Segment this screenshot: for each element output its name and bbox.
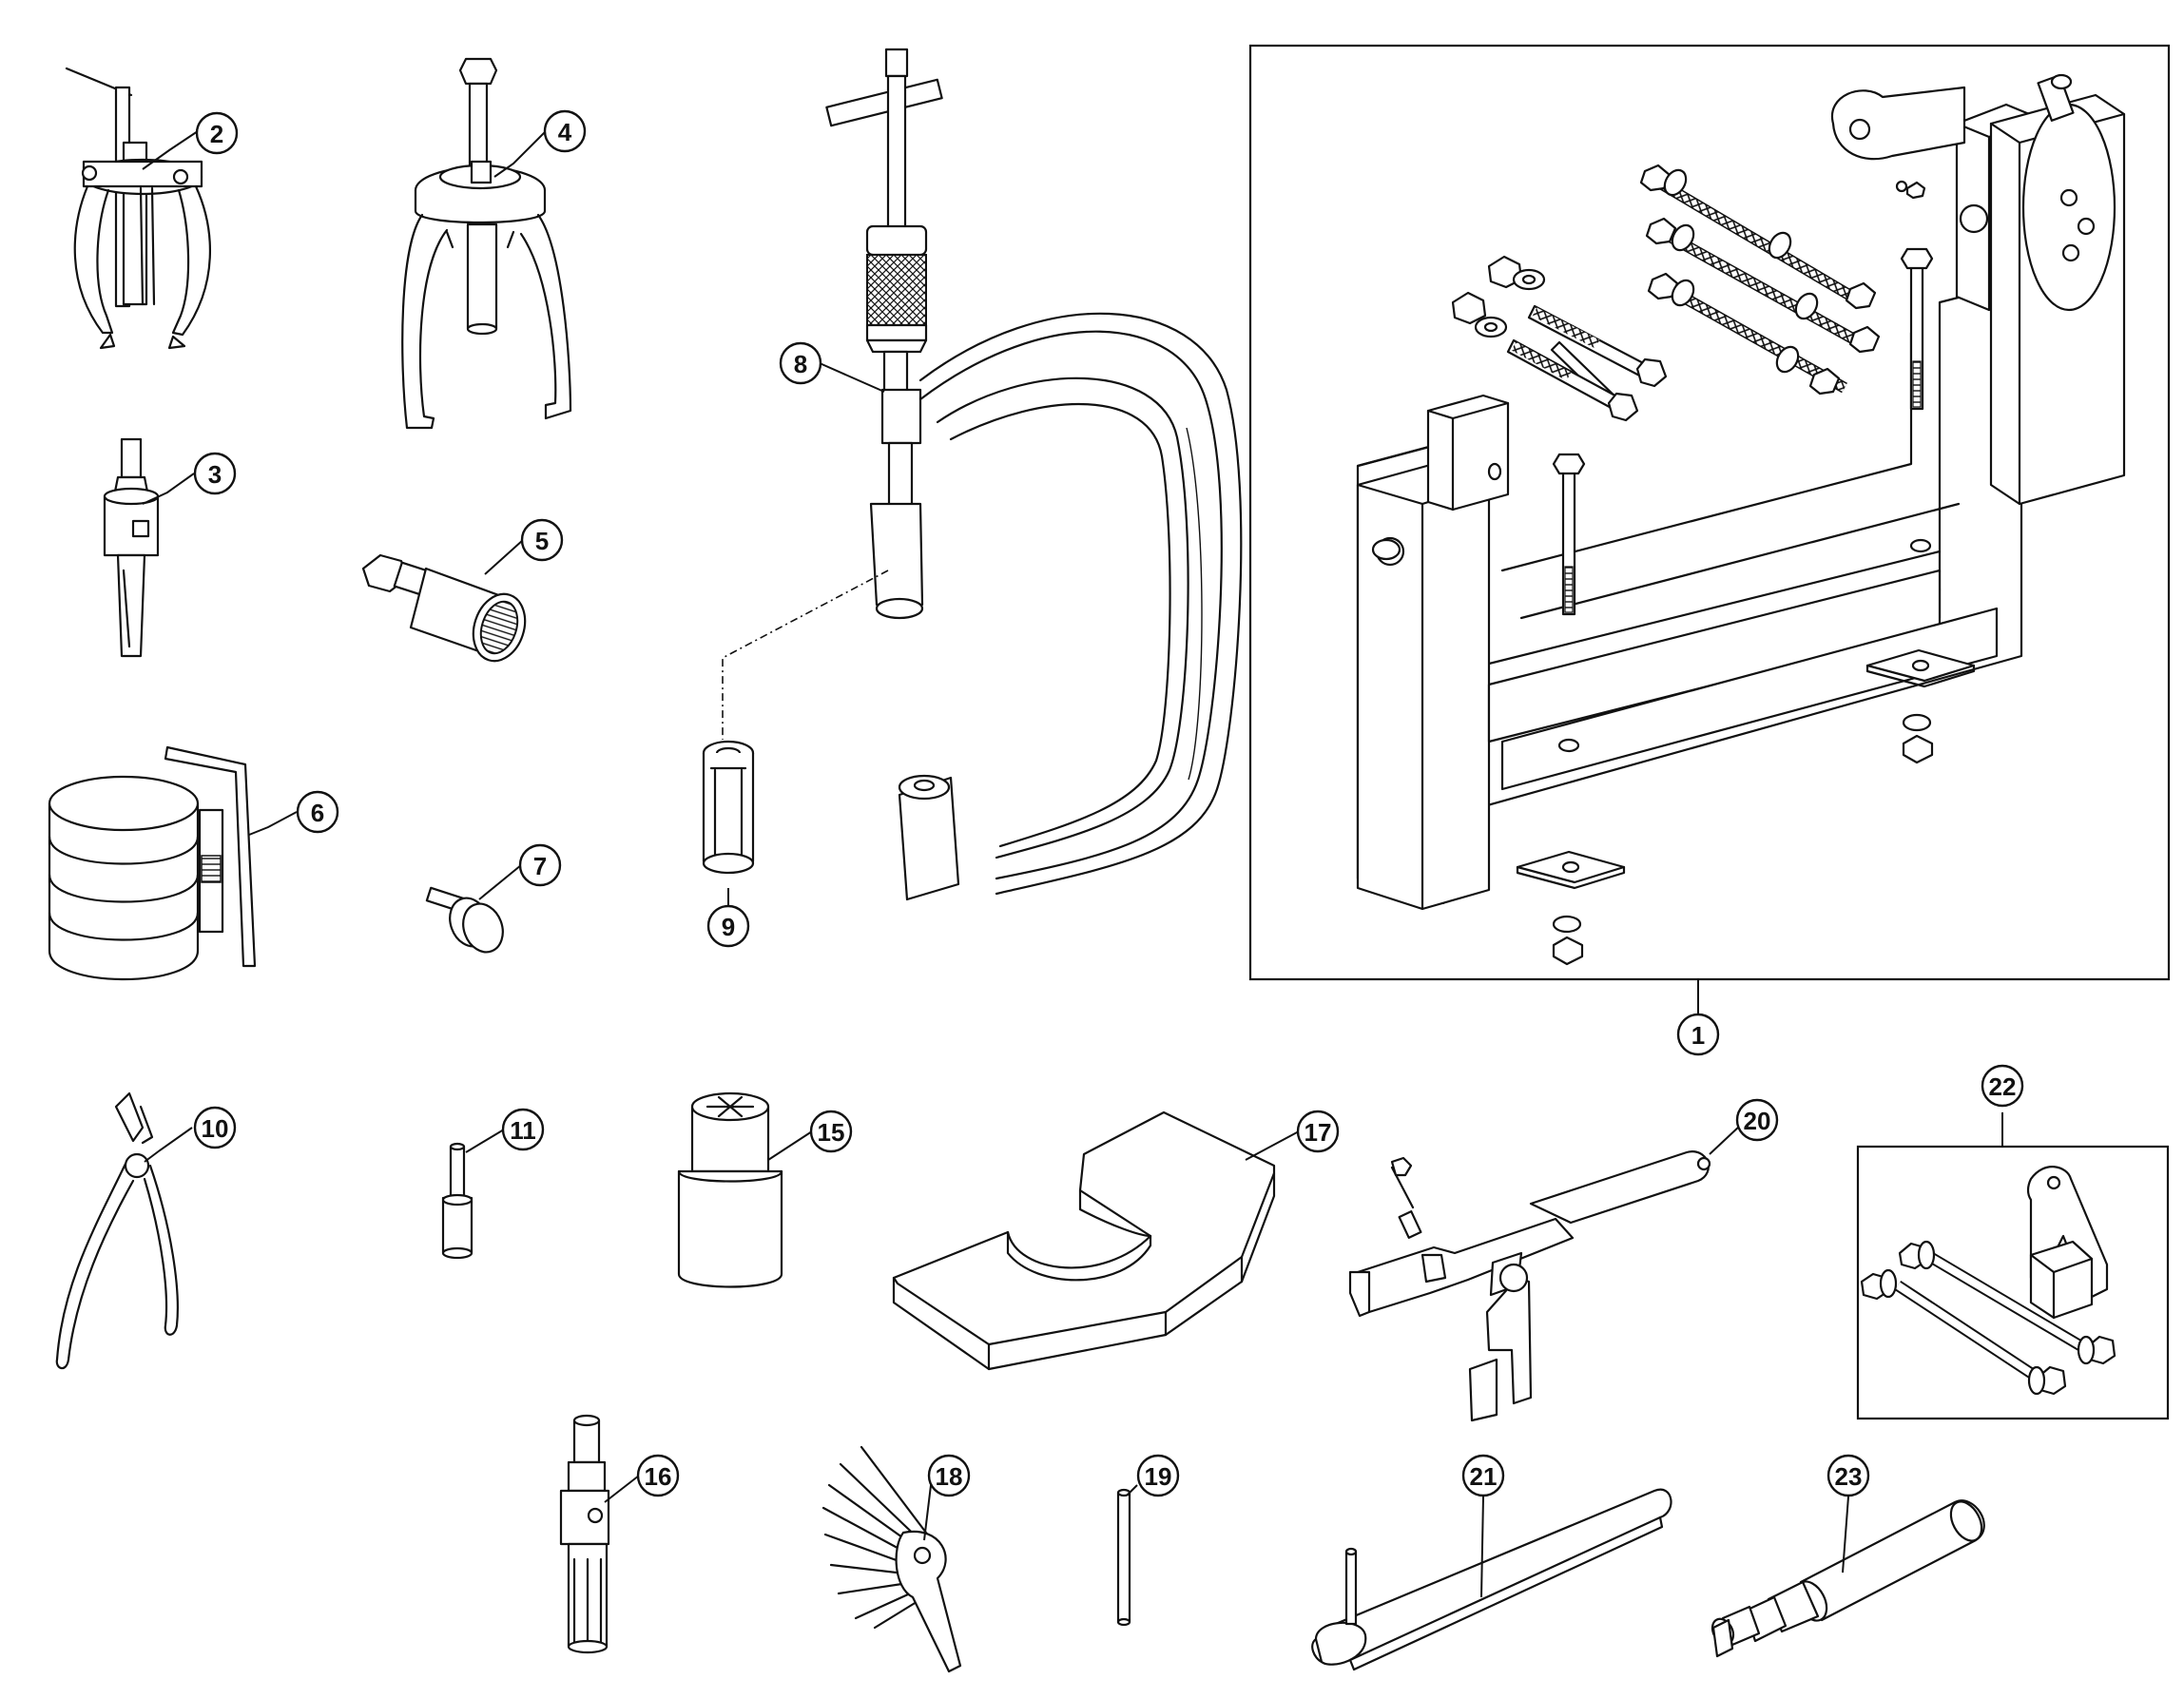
- callout-4: 4: [543, 109, 587, 153]
- callout-circle: [1981, 1064, 2024, 1108]
- callout-circle: [1826, 1454, 1870, 1497]
- circlip-pliers: [55, 1091, 179, 1370]
- callout-circle: [296, 790, 339, 834]
- stud-nuts: [1639, 164, 1881, 396]
- callout-label: 22: [1989, 1072, 2017, 1101]
- three-arm-puller: [401, 57, 572, 430]
- callout-label: 8: [794, 350, 807, 378]
- callout-label: 19: [1145, 1462, 1172, 1491]
- callout-label: 20: [1744, 1107, 1771, 1135]
- callout-18: 18: [927, 1454, 971, 1497]
- callout-circle: [518, 843, 562, 887]
- callout-label: 9: [722, 913, 735, 941]
- engine-stand-frame-box: [1248, 44, 2171, 981]
- flywheel-socket: [361, 553, 527, 663]
- piston-ring-compressor: [48, 745, 257, 981]
- callout-6: 6: [296, 790, 339, 834]
- alignment-pin: [441, 1142, 474, 1260]
- callout-label: 3: [208, 460, 222, 489]
- leader-lines: [142, 130, 2003, 1598]
- engine-stand-assembly: [1248, 44, 2171, 1015]
- callout-circle: [706, 904, 750, 948]
- bracket-kit-box: [1856, 1145, 2170, 1420]
- callout-circle: [1461, 1454, 1505, 1497]
- callout-3: 3: [193, 452, 237, 495]
- callout-circle: [195, 111, 239, 155]
- deep-socket: [677, 1091, 783, 1288]
- callout-11: 11: [501, 1108, 545, 1151]
- callout-23: 23: [1826, 1454, 1870, 1497]
- valve-spring-compressor: [722, 48, 1243, 901]
- spark-plug-socket-tool: [559, 1414, 610, 1654]
- callout-9: 9: [706, 904, 750, 948]
- three-jaw-puller: [65, 67, 211, 350]
- callout-label: 10: [202, 1114, 229, 1143]
- bearing-extractor-adapter: [103, 437, 160, 658]
- callout-7: 7: [518, 843, 562, 887]
- callout-circle: [501, 1108, 545, 1151]
- callout-2: 2: [195, 111, 239, 155]
- callout-circle: [809, 1110, 853, 1153]
- clutch-holding-tool: [1348, 1150, 1711, 1422]
- callout-15: 15: [809, 1110, 853, 1153]
- callout-circle: [520, 518, 564, 562]
- callout-label: 1: [1691, 1021, 1705, 1050]
- callout-circle: [927, 1454, 971, 1497]
- callout-circle: [543, 109, 587, 153]
- callout-8: 8: [779, 341, 822, 385]
- callout-label: 4: [558, 118, 572, 146]
- callout-label: 17: [1305, 1118, 1332, 1147]
- bracket-kit-assembly: [1856, 1145, 2170, 1420]
- callout-10: 10: [193, 1106, 237, 1149]
- valve-lapper-tool: [425, 886, 504, 954]
- callout-5: 5: [520, 518, 564, 562]
- callout-1: 1: [1676, 1013, 1720, 1056]
- callout-circle: [1676, 1013, 1720, 1056]
- callout-22: 22: [1981, 1064, 2024, 1108]
- callout-label: 7: [533, 852, 547, 880]
- callout-17: 17: [1296, 1110, 1340, 1153]
- callout-label: 11: [510, 1116, 536, 1145]
- bearing-drift-tool: [1710, 1499, 1985, 1658]
- callout-circle: [1735, 1098, 1779, 1142]
- callout-label: 5: [535, 527, 549, 555]
- callout-label: 2: [210, 120, 223, 148]
- pin-spanner-wrench: [1311, 1488, 1672, 1671]
- feeler-gauge-set: [821, 1445, 962, 1673]
- valve-compressor-adapter: [702, 740, 755, 875]
- callout-19: 19: [1136, 1454, 1180, 1497]
- callout-circle: [779, 341, 822, 385]
- callout-circle: [193, 452, 237, 495]
- callout-label: 15: [818, 1118, 845, 1147]
- callout-label: 23: [1835, 1462, 1863, 1491]
- callout-circle: [636, 1454, 680, 1497]
- callout-label: 6: [311, 799, 324, 827]
- callout-label: 21: [1470, 1462, 1498, 1491]
- callout-label: 18: [936, 1462, 963, 1491]
- callout-21: 21: [1461, 1454, 1505, 1497]
- callout-circle: [1136, 1454, 1180, 1497]
- callout-20: 20: [1735, 1098, 1779, 1142]
- guide-rod: [1116, 1488, 1131, 1627]
- callout-circle: [193, 1106, 237, 1149]
- callout-circle: [1296, 1110, 1340, 1153]
- callout-label: 16: [645, 1462, 672, 1491]
- crankcase-support-plate: [892, 1110, 1276, 1371]
- callout-16: 16: [636, 1454, 680, 1497]
